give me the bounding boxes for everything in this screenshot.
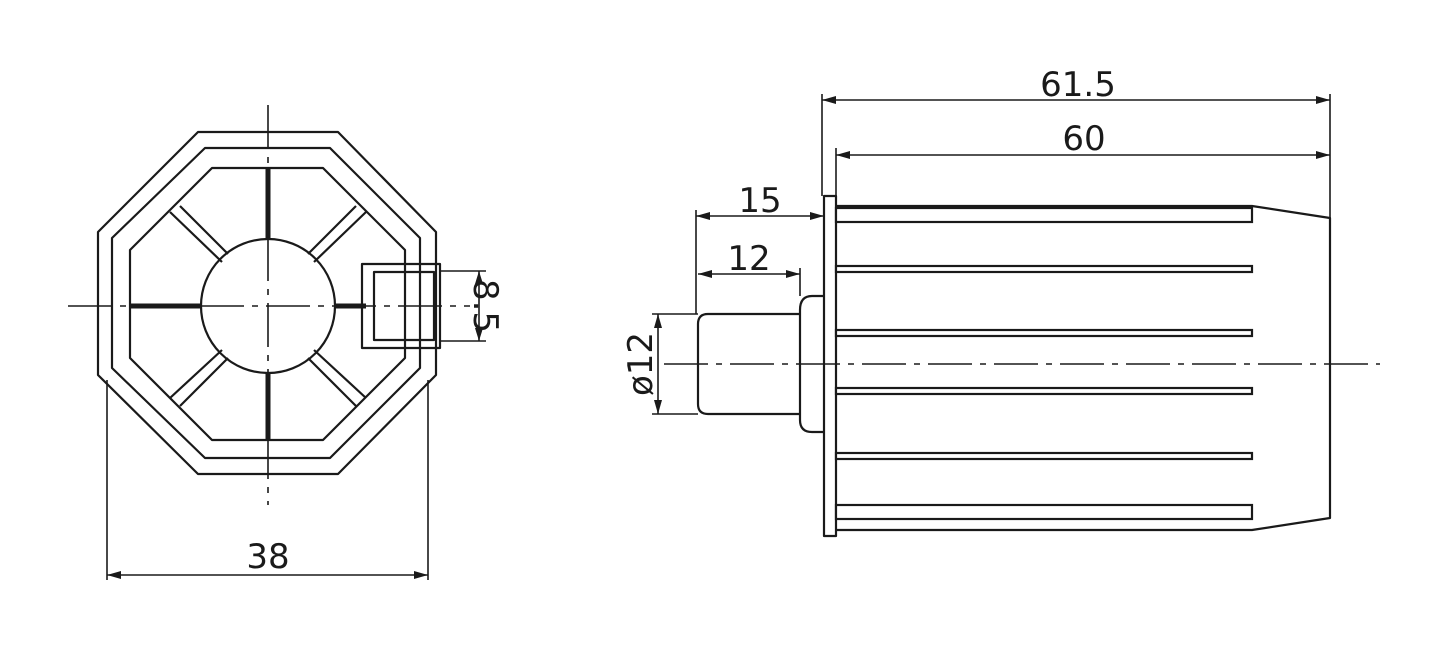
dim-60: 60 bbox=[835, 119, 1330, 206]
flange bbox=[822, 194, 838, 538]
octagon-outer bbox=[96, 130, 438, 476]
dim-8-5: 8.5 bbox=[440, 270, 505, 342]
dim-diameter-12: ø12 bbox=[621, 313, 698, 415]
spokes bbox=[130, 168, 367, 440]
octagon-mid bbox=[110, 146, 422, 460]
dim-8-5-label: 8.5 bbox=[465, 279, 505, 333]
dim-12-label: 12 bbox=[727, 239, 770, 279]
dim-15-label: 15 bbox=[738, 181, 781, 221]
dim-61-5-label: 61.5 bbox=[1040, 65, 1116, 105]
dim-38-label: 38 bbox=[246, 537, 289, 577]
dim-diameter-12-label: ø12 bbox=[621, 332, 661, 396]
dim-61-5: 61.5 bbox=[821, 65, 1331, 218]
dim-60-label: 60 bbox=[1062, 119, 1105, 159]
dim-38: 38 bbox=[106, 380, 429, 580]
octagon-inner bbox=[128, 166, 407, 442]
side-view: 61.5 60 15 12 bbox=[621, 65, 1380, 538]
dim-12: 12 bbox=[698, 239, 801, 296]
front-view: 38 8.5 bbox=[68, 105, 505, 580]
body-outline bbox=[836, 204, 1332, 532]
shaft-step bbox=[798, 294, 824, 434]
dim-15: 15 bbox=[695, 181, 824, 314]
ribs bbox=[834, 206, 1254, 521]
